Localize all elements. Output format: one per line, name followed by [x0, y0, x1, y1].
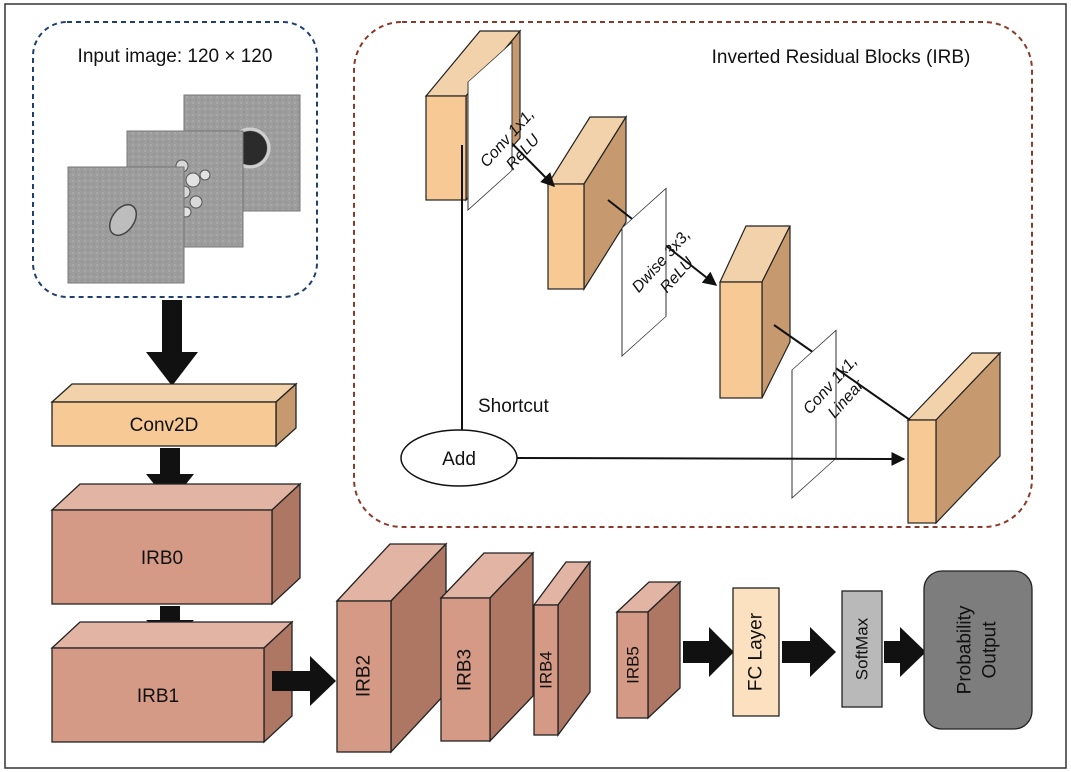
- output-label-line1: Probability: [955, 605, 976, 694]
- softmax-label: SoftMax: [853, 617, 872, 680]
- input-image-label: Input image: 120 × 120: [78, 46, 273, 67]
- irb1-label: IRB1: [137, 686, 179, 707]
- input-image-1: [67, 166, 185, 284]
- irb-panel-title: Inverted Residual Blocks (IRB): [712, 47, 971, 68]
- fc-layer-block: FC Layer: [732, 587, 780, 717]
- irb0-block: IRB0: [50, 482, 302, 606]
- input-panel-border: [32, 21, 318, 298]
- irb2-label: IRB2: [354, 655, 375, 697]
- irb3-block: IRB3: [439, 551, 535, 743]
- input-panel: Input image: 120 × 120: [32, 21, 318, 298]
- arrow-irb1-to-irb2: [272, 656, 336, 706]
- arrow-input-to-conv2d: [146, 300, 198, 386]
- arrow-fc-to-softmax: [782, 627, 836, 677]
- operation-label-2: [621, 187, 667, 357]
- probability-output-block: Probability Output: [923, 570, 1033, 730]
- arrow-irb5-to-fc: [683, 627, 734, 677]
- shortcut-label: Shortcut: [478, 396, 549, 417]
- feature-map-4: [906, 351, 1002, 525]
- irb5-label: IRB5: [624, 646, 643, 684]
- irb2-block: IRB2: [335, 542, 448, 754]
- fc-layer-label: FC Layer: [746, 612, 767, 691]
- outer-frame: [4, 3, 1067, 769]
- irb4-block: IRB4: [532, 560, 592, 737]
- irb-detail-panel: Inverted Residual Blocks (IRB): [353, 21, 1033, 528]
- irb4-label: IRB4: [537, 651, 556, 689]
- feature-map-2: [546, 114, 628, 292]
- irb-panel-border: [353, 21, 1033, 528]
- feature-map-3: [719, 225, 791, 399]
- connector-map3-to-map4: [773, 324, 911, 421]
- add-to-output-arrow: [516, 451, 906, 466]
- conv2d-block: Conv2D: [50, 382, 298, 448]
- irb3-label: IRB3: [455, 649, 476, 691]
- irb5-block: IRB5: [615, 580, 682, 720]
- arrow-softmax-to-output: [884, 627, 926, 677]
- operation-label-1: [467, 41, 513, 211]
- add-label: Add: [442, 449, 476, 470]
- conv2d-label: Conv2D: [130, 415, 199, 436]
- operation-label-3: [791, 329, 837, 499]
- irb0-label: IRB0: [141, 548, 183, 569]
- output-label-line2: Output: [980, 621, 1001, 679]
- softmax-block: SoftMax: [841, 590, 883, 708]
- irb1-block: IRB1: [50, 620, 294, 744]
